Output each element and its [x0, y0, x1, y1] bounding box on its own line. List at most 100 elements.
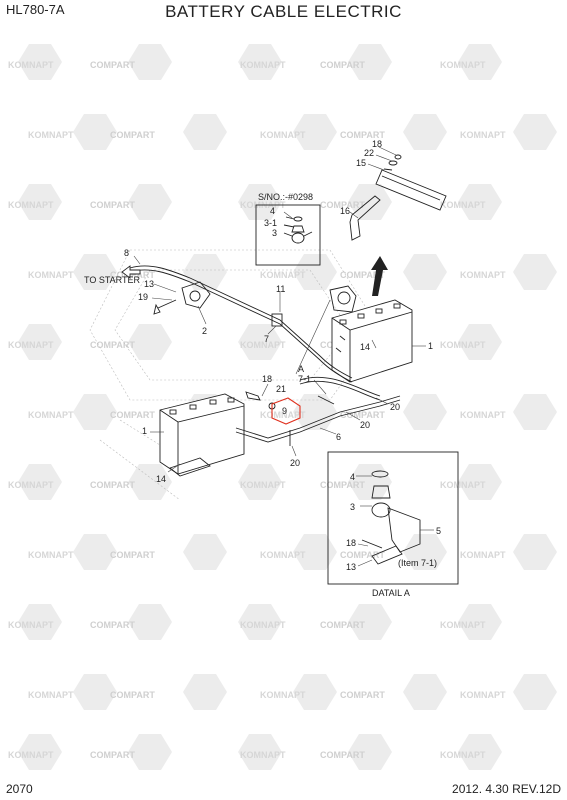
serial-box — [255, 204, 321, 266]
watermark-logo — [403, 114, 447, 150]
watermark-logo — [18, 44, 62, 80]
watermark-logo — [458, 184, 502, 220]
watermark-logo — [513, 254, 557, 290]
watermark-text: KOMNAPT — [260, 270, 306, 280]
callout-18: 18 — [262, 374, 272, 384]
watermark-text: COMPART — [90, 200, 135, 210]
watermark-logo — [403, 254, 447, 290]
watermark-logo — [513, 534, 557, 570]
watermark-text: KOMNAPT — [240, 60, 286, 70]
watermark-logo — [128, 604, 172, 640]
watermark-logo — [293, 394, 337, 430]
watermark-logo — [73, 394, 117, 430]
callout-11: 11 — [276, 284, 285, 294]
watermark-text: COMPART — [90, 620, 135, 630]
watermark-text: KOMNAPT — [460, 410, 506, 420]
watermark-logo — [403, 394, 447, 430]
watermark-text: KOMNAPT — [8, 620, 54, 630]
watermark-text: COMPART — [320, 750, 365, 760]
watermark-logo — [238, 184, 282, 220]
watermark-logo — [73, 254, 117, 290]
callout-19: 19 — [138, 292, 148, 302]
detail-switch-icon — [361, 470, 421, 565]
watermark-logo — [458, 734, 502, 770]
watermark-text: KOMNAPT — [28, 410, 74, 420]
watermark-text: KOMNAPT — [260, 690, 306, 700]
callout-14-left: 14 — [156, 474, 166, 484]
watermark-logo — [128, 184, 172, 220]
detail-callout-5: 5 — [436, 526, 441, 536]
model-code: HL780-7A — [6, 2, 65, 17]
watermark-logo — [458, 44, 502, 80]
watermark-text: KOMNAPT — [8, 480, 54, 490]
watermark-text: KOMNAPT — [8, 200, 54, 210]
watermark-text: COMPART — [340, 270, 385, 280]
watermark-logo — [403, 674, 447, 710]
watermark-text: COMPART — [320, 480, 365, 490]
watermark-logo — [128, 324, 172, 360]
watermark-text: COMPART — [340, 690, 385, 700]
callout-9: 9 — [282, 406, 287, 416]
terminal-post-icon — [283, 216, 313, 244]
watermark-text: KOMNAPT — [28, 690, 74, 700]
watermark-text: COMPART — [90, 340, 135, 350]
watermark-logo — [73, 114, 117, 150]
watermark-text: KOMNAPT — [440, 620, 486, 630]
watermark-text: KOMNAPT — [28, 270, 74, 280]
watermark-logo — [183, 254, 227, 290]
watermark-logo — [293, 254, 337, 290]
watermark-logo — [183, 674, 227, 710]
callout-1-left: 1 — [142, 426, 147, 436]
watermark-logo — [128, 734, 172, 770]
watermark-text: COMPART — [320, 60, 365, 70]
watermark-text: KOMNAPT — [8, 60, 54, 70]
detail-callout-18: 18 — [346, 538, 356, 548]
watermark-logo — [238, 324, 282, 360]
bolt-18 — [245, 391, 276, 410]
watermark-logo — [513, 674, 557, 710]
watermark-text: KOMNAPT — [460, 270, 506, 280]
watermark-logo — [458, 604, 502, 640]
cable-6 — [235, 376, 401, 446]
watermark-logo — [128, 44, 172, 80]
callout-16: 16 — [340, 206, 350, 216]
watermark-text: COMPART — [90, 750, 135, 760]
watermark-logo — [18, 184, 62, 220]
watermark-logo — [513, 114, 557, 150]
callout-15: 15 — [356, 158, 366, 168]
watermark-text: KOMNAPT — [460, 130, 506, 140]
watermark-logo — [18, 604, 62, 640]
watermark-text: KOMNAPT — [440, 340, 486, 350]
callout-3: 3 — [272, 228, 277, 238]
watermark-text: COMPART — [110, 130, 155, 140]
watermark-text: COMPART — [110, 270, 155, 280]
revision-date: 2012. 4.30 REV.12D — [452, 782, 561, 796]
watermark-logo — [73, 534, 117, 570]
watermark-logo — [348, 184, 392, 220]
watermark-text: COMPART — [340, 130, 385, 140]
battery-holddown-icon — [349, 154, 447, 241]
battery-switch — [317, 285, 357, 405]
watermark-text: COMPART — [340, 550, 385, 560]
watermark-logo — [18, 324, 62, 360]
watermark-logo — [293, 534, 337, 570]
watermark-logo — [183, 534, 227, 570]
watermark-text: KOMNAPT — [440, 480, 486, 490]
machine-frame — [89, 249, 381, 501]
detail-callout-13: 13 — [346, 562, 356, 572]
watermark-text: COMPART — [90, 60, 135, 70]
watermark-text: KOMNAPT — [460, 690, 506, 700]
watermark-logo — [18, 464, 62, 500]
to-starter-arrow-icon — [121, 265, 141, 279]
to-starter-label: TO STARTER — [84, 275, 141, 285]
watermark-text: KOMNAPT — [260, 130, 306, 140]
watermark-logo — [293, 114, 337, 150]
callout-1-right: 1 — [428, 341, 433, 351]
watermark-logo — [458, 324, 502, 360]
page-number: 2070 — [6, 782, 33, 796]
highlight-callout-9 — [271, 397, 301, 425]
callout-7-1: 7-1 — [298, 374, 311, 384]
cable-7 — [129, 265, 353, 383]
watermark-text: KOMNAPT — [460, 550, 506, 560]
